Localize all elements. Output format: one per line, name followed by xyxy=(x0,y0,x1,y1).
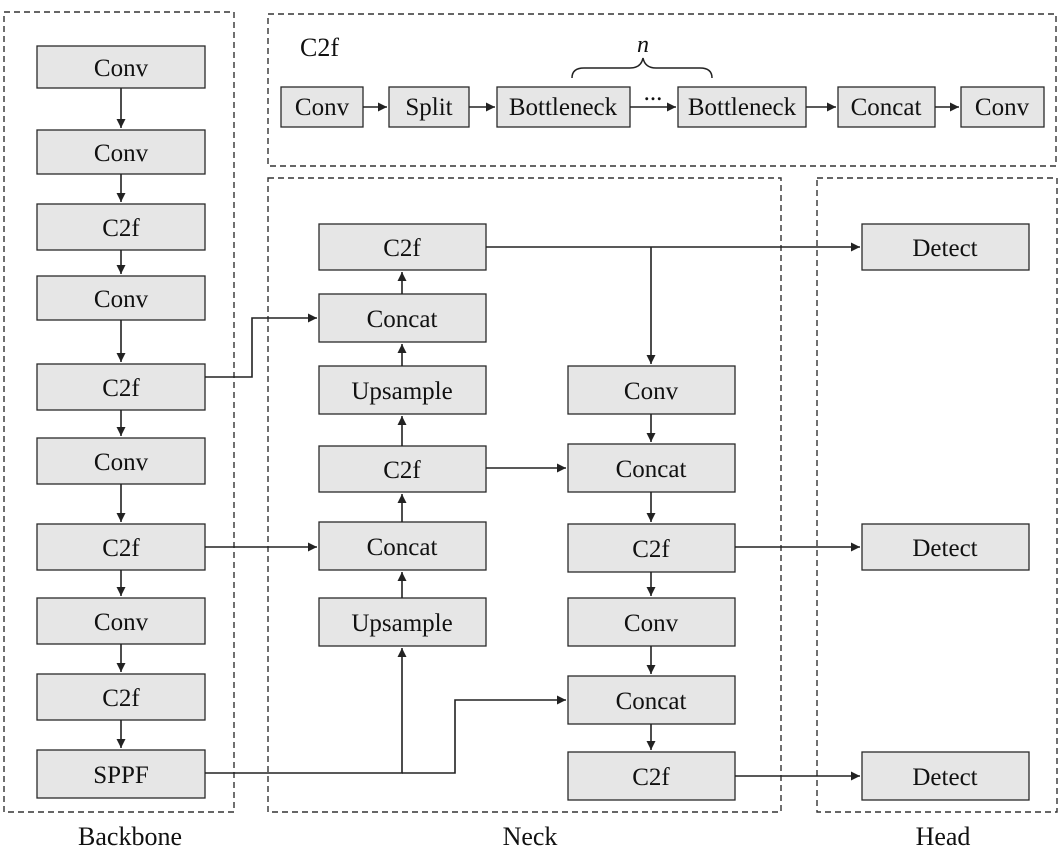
c2f-detail-block xyxy=(960,86,1045,128)
head-frame xyxy=(816,177,1058,813)
c2f-detail-block xyxy=(496,86,631,128)
c2f-detail-block xyxy=(677,86,807,128)
backbone-block-label: Conv xyxy=(94,286,149,313)
neck-block-label: Conv xyxy=(624,610,679,637)
neck-block xyxy=(567,675,736,725)
backbone-block xyxy=(36,129,206,175)
neck-block-label: Concat xyxy=(616,456,687,483)
backbone-block-label: C2f xyxy=(102,535,140,562)
c2f-detail-label: Conv xyxy=(295,94,350,121)
c2f-module-title: C2f xyxy=(300,33,339,62)
neck-block xyxy=(318,521,487,571)
neck-block xyxy=(318,365,487,415)
repeat-brace xyxy=(571,57,713,79)
neck-block xyxy=(318,223,487,271)
neck-block xyxy=(567,597,736,647)
neck-block xyxy=(318,445,487,493)
backbone-label: Backbone xyxy=(78,822,182,851)
backbone-block-label: C2f xyxy=(102,685,140,712)
repeat-ellipsis: ... xyxy=(644,79,663,106)
backbone-block-label: C2f xyxy=(102,215,140,242)
c2f-detail-label: Bottleneck xyxy=(688,94,797,121)
neck-block xyxy=(567,751,736,801)
c2f-detail-label: Bottleneck xyxy=(509,94,618,121)
neck-block-label: Upsample xyxy=(351,378,452,405)
neck-down-path: Conv Concat C2f Conv Concat C2f xyxy=(567,365,736,801)
neck-block-label: Concat xyxy=(367,534,438,561)
neck-up-path: C2f Concat Upsample C2f Concat Upsample xyxy=(318,223,487,647)
flow-arrow xyxy=(205,313,317,378)
neck-block-label: C2f xyxy=(383,457,421,484)
neck-block-label: C2f xyxy=(632,764,670,791)
neck-block xyxy=(318,597,487,647)
detect-label: Detect xyxy=(912,535,977,562)
backbone-block xyxy=(36,597,206,645)
backbone-block xyxy=(36,45,206,89)
backbone-block xyxy=(36,363,206,411)
neck-block xyxy=(567,443,736,493)
backbone-block-label: Conv xyxy=(94,449,149,476)
backbone-block-label: Conv xyxy=(94,55,149,82)
backbone-block-label: C2f xyxy=(102,375,140,402)
backbone-column: Conv Conv C2f Conv C2f Conv C2f Conv C2f… xyxy=(36,45,206,799)
backbone-block-label: SPPF xyxy=(93,762,149,789)
neck-label: Neck xyxy=(503,822,558,851)
backbone-frame xyxy=(3,11,235,813)
neck-block xyxy=(567,365,736,415)
backbone-block-label: Conv xyxy=(94,140,149,167)
neck-block xyxy=(567,523,736,573)
neck-block-label: Concat xyxy=(616,688,687,715)
neck-block-label: Upsample xyxy=(351,610,452,637)
c2f-detail-label: Conv xyxy=(975,94,1030,121)
c2f-detail-label: Concat xyxy=(851,94,922,121)
backbone-block xyxy=(36,203,206,251)
head-label: Head xyxy=(916,822,971,851)
c2f-detail-block xyxy=(837,86,936,128)
backbone-block xyxy=(36,749,206,799)
skip-connections xyxy=(205,242,860,781)
detect-block xyxy=(861,223,1030,271)
c2f-module-frame xyxy=(267,13,1057,167)
backbone-block xyxy=(36,673,206,721)
neck-block-label: Conv xyxy=(624,378,679,405)
c2f-detail-row: Conv Split Bottleneck Bottleneck Concat … xyxy=(280,32,1045,128)
c2f-detail-label: Split xyxy=(405,94,452,121)
repeat-count-label: n xyxy=(637,32,649,58)
detect-block xyxy=(861,523,1030,571)
neck-block-label: C2f xyxy=(632,536,670,563)
neck-frame xyxy=(267,177,782,813)
backbone-block xyxy=(36,275,206,321)
c2f-detail-block xyxy=(280,86,364,128)
flow-arrow xyxy=(402,695,566,774)
neck-block-label: C2f xyxy=(383,235,421,262)
neck-block-label: Concat xyxy=(367,306,438,333)
head-column: Detect Detect Detect xyxy=(861,223,1030,801)
detect-block xyxy=(861,751,1030,801)
detect-label: Detect xyxy=(912,235,977,262)
detect-label: Detect xyxy=(912,764,977,791)
backbone-block-label: Conv xyxy=(94,609,149,636)
backbone-block xyxy=(36,523,206,571)
